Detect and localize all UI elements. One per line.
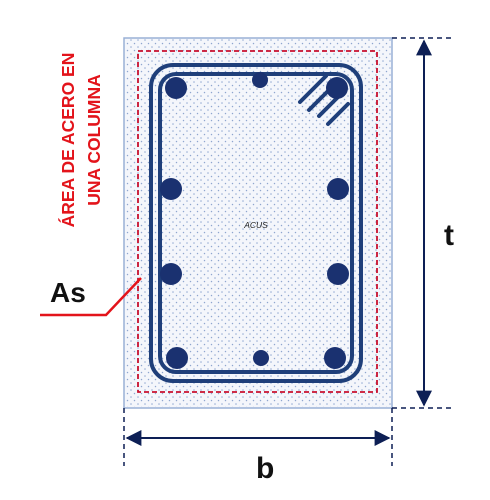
concrete-section <box>123 37 393 409</box>
rebar-bottom-right <box>324 347 346 369</box>
rebar-mid-right-1 <box>327 178 349 200</box>
rebar-bottom-left <box>166 347 188 369</box>
rebar-top-left <box>165 77 187 99</box>
center-brand-label: ACUS <box>243 220 268 230</box>
height-label: t <box>444 219 454 252</box>
title-line-2: UNA COLUMNA <box>84 74 104 206</box>
width-dimension <box>123 408 393 466</box>
title-block: ÁREA DE ACERO EN UNA COLUMNA <box>57 53 104 228</box>
steel-area-boundary <box>137 50 378 393</box>
steel-area-leader <box>40 277 142 317</box>
rebar-group <box>160 72 349 369</box>
rebar-bottom-middle <box>253 350 269 366</box>
rebar-mid-left-2 <box>160 263 182 285</box>
rebar-mid-left-1 <box>160 178 182 200</box>
width-label: b <box>256 452 274 485</box>
rebar-top-right <box>326 77 348 99</box>
title-line-1: ÁREA DE ACERO EN <box>57 53 78 228</box>
rebar-top-middle <box>252 72 268 88</box>
rebar-mid-right-2 <box>327 263 349 285</box>
height-dimension <box>392 37 452 409</box>
steel-area-label: As <box>50 277 86 308</box>
